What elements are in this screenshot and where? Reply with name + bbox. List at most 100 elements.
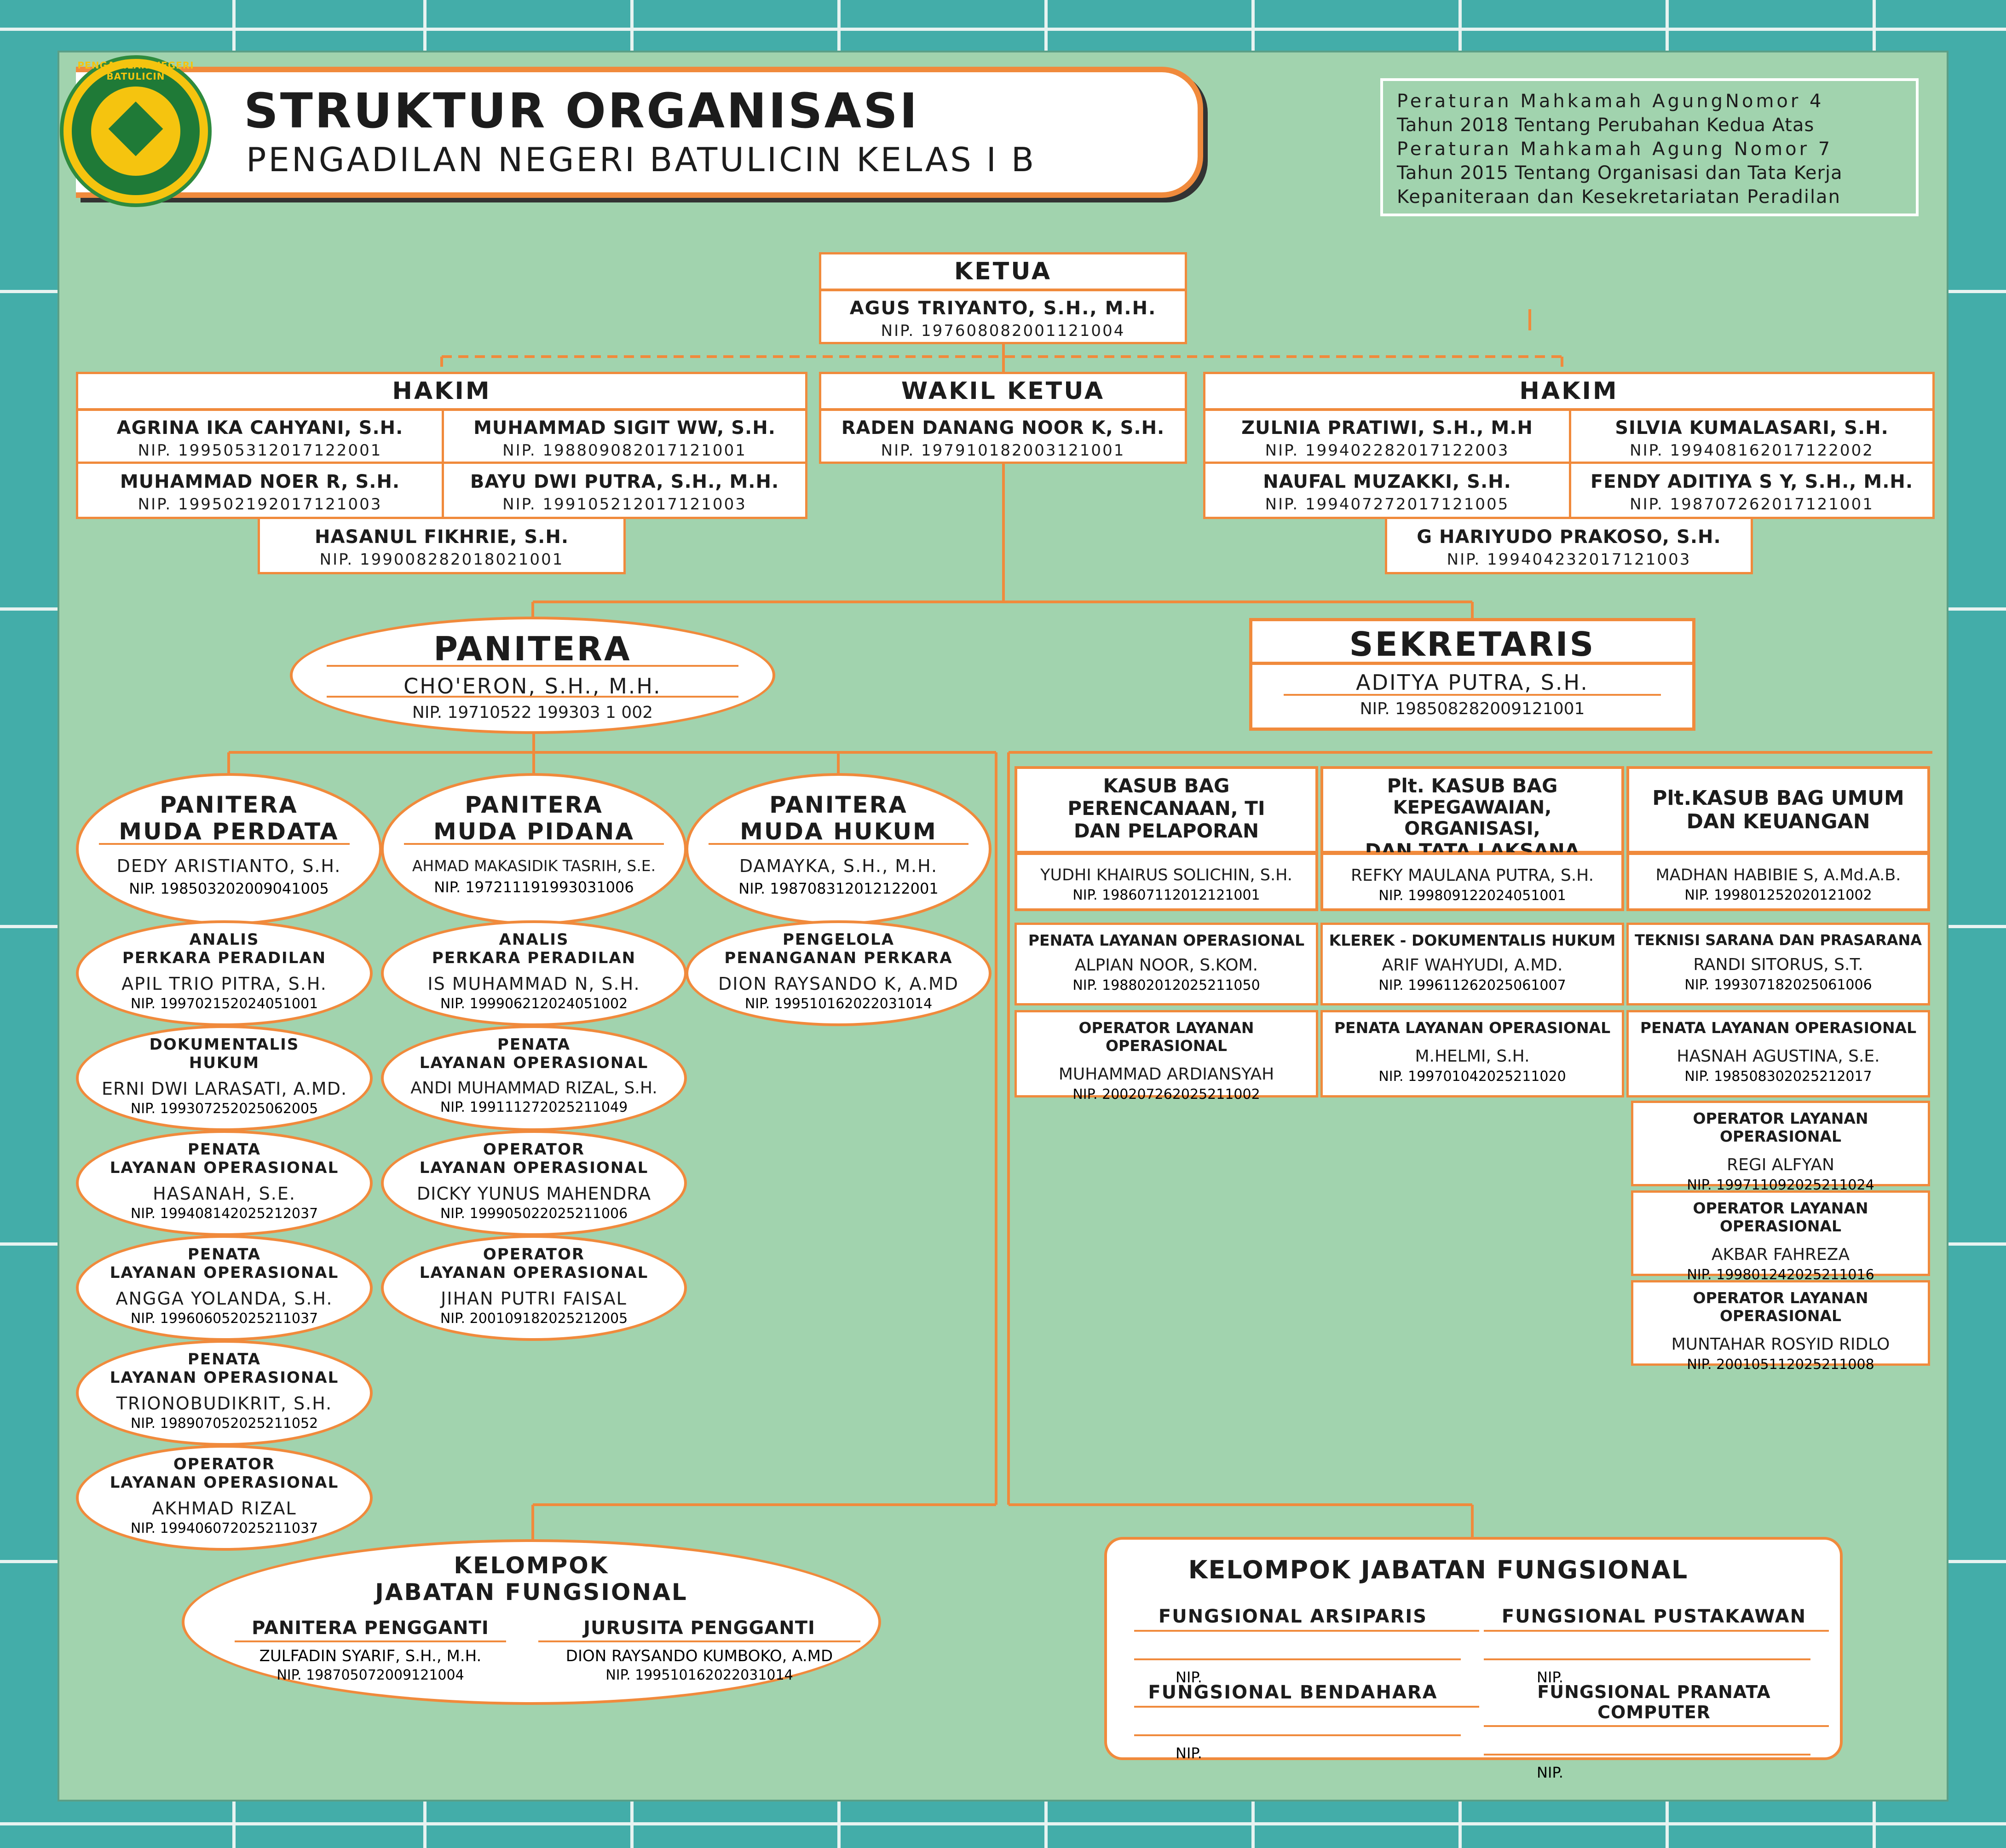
staff-oval: OPERATOR LAYANAN OPERASIONAL AKHMAD RIZA… bbox=[76, 1445, 373, 1551]
regulation-line: Kepaniteraan dan Kesekretariatan Peradil… bbox=[1397, 186, 1841, 208]
kasub-title: KASUB BAG bbox=[1103, 774, 1230, 797]
pm-nip: NIP. 198503202009041005 bbox=[129, 880, 329, 897]
staff-role: PENGELOLA bbox=[782, 930, 895, 949]
kasub-title-box: KASUB BAG PERENCANAAN, TI DAN PELAPORAN bbox=[1015, 766, 1318, 854]
kasub-nip: NIP. 199801252020121002 bbox=[1684, 887, 1872, 903]
hakim-nip: NIP. 199105212017121003 bbox=[502, 495, 747, 514]
kasub-staff-box: OPERATOR LAYANAN OPERASIONAL REGI ALFYAN… bbox=[1631, 1101, 1930, 1193]
hakim-name: BAYU DWI PUTRA, S.H., M.H. bbox=[470, 471, 779, 492]
staff-oval: OPERATOR LAYANAN OPERASIONAL DICKY YUNUS… bbox=[381, 1130, 687, 1236]
staff-role: LAYANAN OPERASIONAL bbox=[419, 1264, 649, 1282]
panitera-title: PANITERA bbox=[433, 629, 632, 668]
kasub-staff-name: REGI ALFYAN bbox=[1727, 1155, 1834, 1174]
kasub-name-box: REFKY MAULANA PUTRA, S.H. NIP. 199809122… bbox=[1320, 852, 1624, 911]
staff-role: LAYANAN OPERASIONAL bbox=[110, 1369, 339, 1387]
staff-name: IS MUHAMMAD N, S.H. bbox=[427, 974, 640, 994]
hakim-name: G HARIYUDO PRAKOSO, S.H. bbox=[1417, 526, 1721, 548]
kasub-staff-box: PENATA LAYANAN OPERASIONAL HASNAH AGUSTI… bbox=[1626, 1010, 1930, 1097]
regulation-line: Tahun 2018 Tentang Perubahan Kedua Atas bbox=[1397, 115, 1815, 136]
court-logo: PENGADILAN NEGERI BATULICIN bbox=[60, 55, 212, 207]
staff-role: PERKARA PERADILAN bbox=[432, 949, 636, 967]
divider bbox=[1252, 662, 1692, 665]
staff-oval: PENATA LAYANAN OPERASIONAL TRIONOBUDIKRI… bbox=[76, 1340, 373, 1446]
staff-oval: PENGELOLA PENANGANAN PERKARA DION RAYSAN… bbox=[686, 920, 991, 1026]
panitera-name: CHO'ERON, S.H., M.H. bbox=[404, 674, 662, 699]
kasub-staff-box: OPERATOR LAYANAN OPERASIONAL MUHAMMAD AR… bbox=[1015, 1010, 1318, 1103]
kasub-staff-role: PENATA LAYANAN OPERASIONAL bbox=[1334, 1019, 1611, 1037]
sekretaris-name: ADITYA PUTRA, S.H. bbox=[1356, 670, 1589, 695]
pm-name: DEDY ARISTIANTO, S.H. bbox=[116, 856, 341, 876]
staff-role: LAYANAN OPERASIONAL bbox=[110, 1159, 339, 1177]
kasub-title: PERENCANAAN, TI bbox=[1067, 797, 1265, 820]
staff-nip: NIP. 199307252025062005 bbox=[130, 1101, 318, 1117]
hakim-nip: NIP. 199402282017122003 bbox=[1265, 441, 1510, 460]
staff-name: DICKY YUNUS MAHENDRA bbox=[416, 1184, 651, 1204]
staff-nip: NIP. 199702152024051001 bbox=[130, 996, 318, 1012]
kasub-title-box: Plt. KASUB BAG KEPEGAWAIAN, ORGANISASI, … bbox=[1320, 766, 1624, 862]
kjf-nip: NIP. 199510162022031014 bbox=[605, 1667, 793, 1683]
staff-name: ANDI MUHAMMAD RIZAL, S.H. bbox=[410, 1079, 657, 1097]
pm-title: MUDA PIDANA bbox=[433, 818, 634, 845]
pm-title: MUDA HUKUM bbox=[740, 818, 937, 845]
wakil-title-box: WAKIL KETUA bbox=[819, 372, 1187, 410]
staff-role: PENANGANAN PERKARA bbox=[724, 949, 953, 967]
kasub-name: YUDHI KHAIRUS SOLICHIN, S.H. bbox=[1040, 866, 1292, 884]
staff-role: LAYANAN OPERASIONAL bbox=[419, 1054, 649, 1072]
wakil-title: WAKIL KETUA bbox=[901, 377, 1105, 405]
hakim-member: MUHAMMAD SIGIT WW, S.H. NIP. 19880908201… bbox=[442, 409, 807, 464]
kasub-title: KEPEGAWAIAN, ORGANISASI, bbox=[1393, 797, 1552, 839]
divider bbox=[99, 843, 350, 845]
kasub-staff-name: MUNTAHAR ROSYID RIDLO bbox=[1671, 1335, 1890, 1354]
kjf-right-nip: NIP. bbox=[1176, 1744, 1202, 1762]
staff-role: OPERATOR bbox=[483, 1140, 585, 1159]
kjf-item: PANITERA PENGGANTI ZULFADIN SYARIF, S.H.… bbox=[235, 1617, 506, 1683]
kasub-staff-name: MUHAMMAD ARDIANSYAH bbox=[1058, 1065, 1274, 1084]
hakim-member: AGRINA IKA CAHYANI, S.H. NIP. 1995053120… bbox=[76, 409, 444, 464]
kasub-title: Plt. KASUB BAG bbox=[1387, 774, 1558, 797]
pm-hukum-oval: PANITERA MUDA HUKUM DAMAYKA, S.H., M.H. … bbox=[686, 773, 991, 925]
hakim-name: SILVIA KUMALASARI, S.H. bbox=[1615, 417, 1889, 439]
kasub-staff-nip: NIP. 200207262025211002 bbox=[1072, 1086, 1260, 1103]
hakim-member: MUHAMMAD NOER R, S.H. NIP. 1995021920171… bbox=[76, 462, 444, 519]
page-title: STRUKTUR ORGANISASI bbox=[244, 83, 919, 139]
divider bbox=[327, 696, 738, 698]
kjf-right-box: KELOMPOK JABATAN FUNGSIONAL bbox=[1104, 1537, 1843, 1760]
kjf-name: ZULFADIN SYARIF, S.H., M.H. bbox=[259, 1647, 482, 1665]
kasub-title: DAN KEUANGAN bbox=[1686, 810, 1870, 833]
hakim-name: ZULNIA PRATIWI, S.H., M.H bbox=[1241, 417, 1533, 439]
kjf-right-role: FUNGSIONAL PUSTAKAWAN bbox=[1501, 1606, 1807, 1627]
pm-title: PANITERA bbox=[769, 791, 908, 818]
regulation-note: Peraturan Mahkamah AgungNomor 4 Tahun 20… bbox=[1380, 78, 1919, 216]
staff-nip: NIP. 199606052025211037 bbox=[130, 1311, 318, 1327]
kjf-item: JURUSITA PENGGANTI DION RAYSANDO KUMBOKO… bbox=[538, 1617, 860, 1683]
pm-title: PANITERA bbox=[465, 791, 603, 818]
staff-nip: NIP. 199905022025211006 bbox=[440, 1206, 628, 1222]
kjf-right-nip: NIP. bbox=[1537, 1669, 1563, 1686]
kasub-staff-name: M.HELMI, S.H. bbox=[1415, 1047, 1530, 1066]
hakim-nip: NIP. 198707262017121001 bbox=[1630, 495, 1874, 514]
kjf-right-nip: NIP. bbox=[1176, 1669, 1202, 1686]
staff-nip: NIP. 199408142025212037 bbox=[130, 1206, 318, 1222]
logo-text: PENGADILAN NEGERI BATULICIN bbox=[77, 60, 194, 82]
hakim-member: FENDY ADITIYA S Y, S.H., M.H. NIP. 19870… bbox=[1569, 462, 1935, 519]
staff-name: APIL TRIO PITRA, S.H. bbox=[121, 974, 327, 994]
kjf-right-title: KELOMPOK JABATAN FUNGSIONAL bbox=[1188, 1555, 1689, 1584]
staff-oval: ANALIS PERKARA PERADILAN IS MUHAMMAD N, … bbox=[381, 920, 687, 1026]
pm-title: PANITERA bbox=[160, 791, 298, 818]
kasub-staff-name: RANDI SITORUS, S.T. bbox=[1693, 955, 1863, 974]
staff-oval: PENATA LAYANAN OPERASIONAL HASANAH, S.E.… bbox=[76, 1130, 373, 1236]
staff-role: DOKUMENTALIS bbox=[149, 1035, 300, 1054]
staff-name: JIHAN PUTRI FAISAL bbox=[441, 1288, 627, 1309]
hakim-nip: NIP. 198809082017121001 bbox=[502, 441, 747, 460]
kasub-staff-role: PENATA LAYANAN OPERASIONAL bbox=[1028, 931, 1305, 949]
hakim-member: SILVIA KUMALASARI, S.H. NIP. 19940816201… bbox=[1569, 409, 1935, 464]
kjf-role: JURUSITA PENGGANTI bbox=[583, 1617, 815, 1639]
staff-oval: PENATA LAYANAN OPERASIONAL ANDI MUHAMMAD… bbox=[381, 1025, 687, 1131]
staff-role: HUKUM bbox=[189, 1054, 260, 1072]
staff-name: HASANAH, S.E. bbox=[153, 1184, 296, 1204]
kjf-right-item: FUNGSIONAL ARSIPARIS NIP. bbox=[1134, 1606, 1479, 1686]
hakim-name: HASANUL FIKHRIE, S.H. bbox=[314, 526, 569, 548]
kasub-staff-nip: NIP. 198802012025211050 bbox=[1072, 977, 1260, 993]
kjf-right-nip: NIP. bbox=[1537, 1764, 1563, 1781]
